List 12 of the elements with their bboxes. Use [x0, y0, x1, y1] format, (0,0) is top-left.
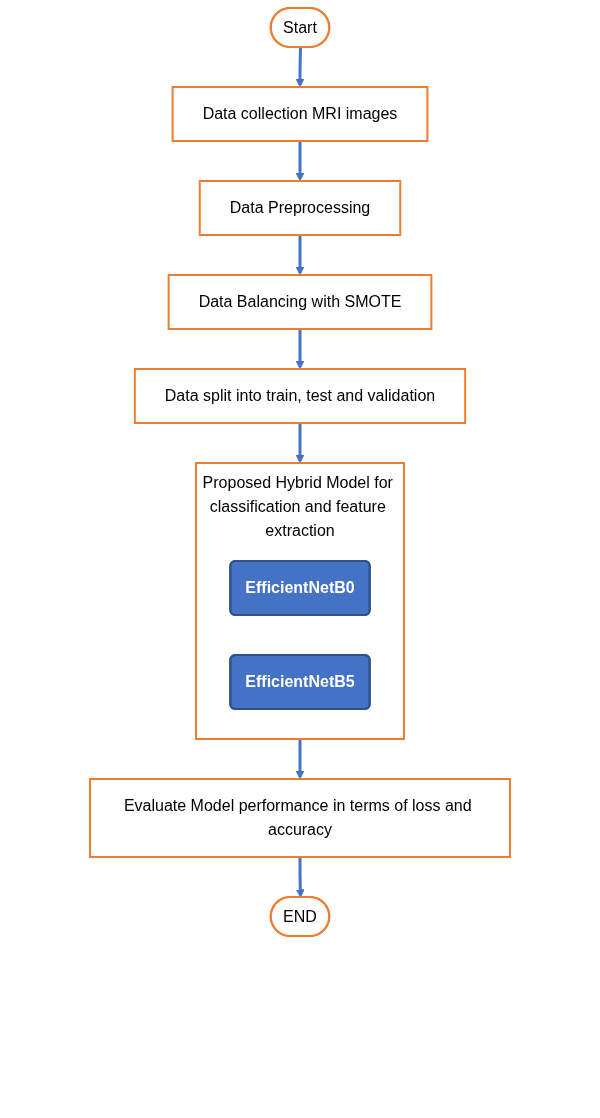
arrow — [295, 235, 305, 276]
arrow — [295, 423, 305, 464]
arrow — [295, 141, 305, 182]
arrow — [295, 47, 305, 88]
arrow — [295, 739, 305, 780]
node-box: Data collection MRI images — [171, 86, 429, 142]
node-box: Data Preprocessing — [198, 180, 402, 236]
node-box: Data split into train, test and validation — [133, 368, 467, 424]
arrow — [295, 329, 305, 370]
node-box: Evaluate Model performance in terms of loss and accuracy — [89, 778, 511, 858]
node-box: Data Balancing with SMOTE — [167, 274, 433, 330]
arrow — [295, 857, 305, 898]
